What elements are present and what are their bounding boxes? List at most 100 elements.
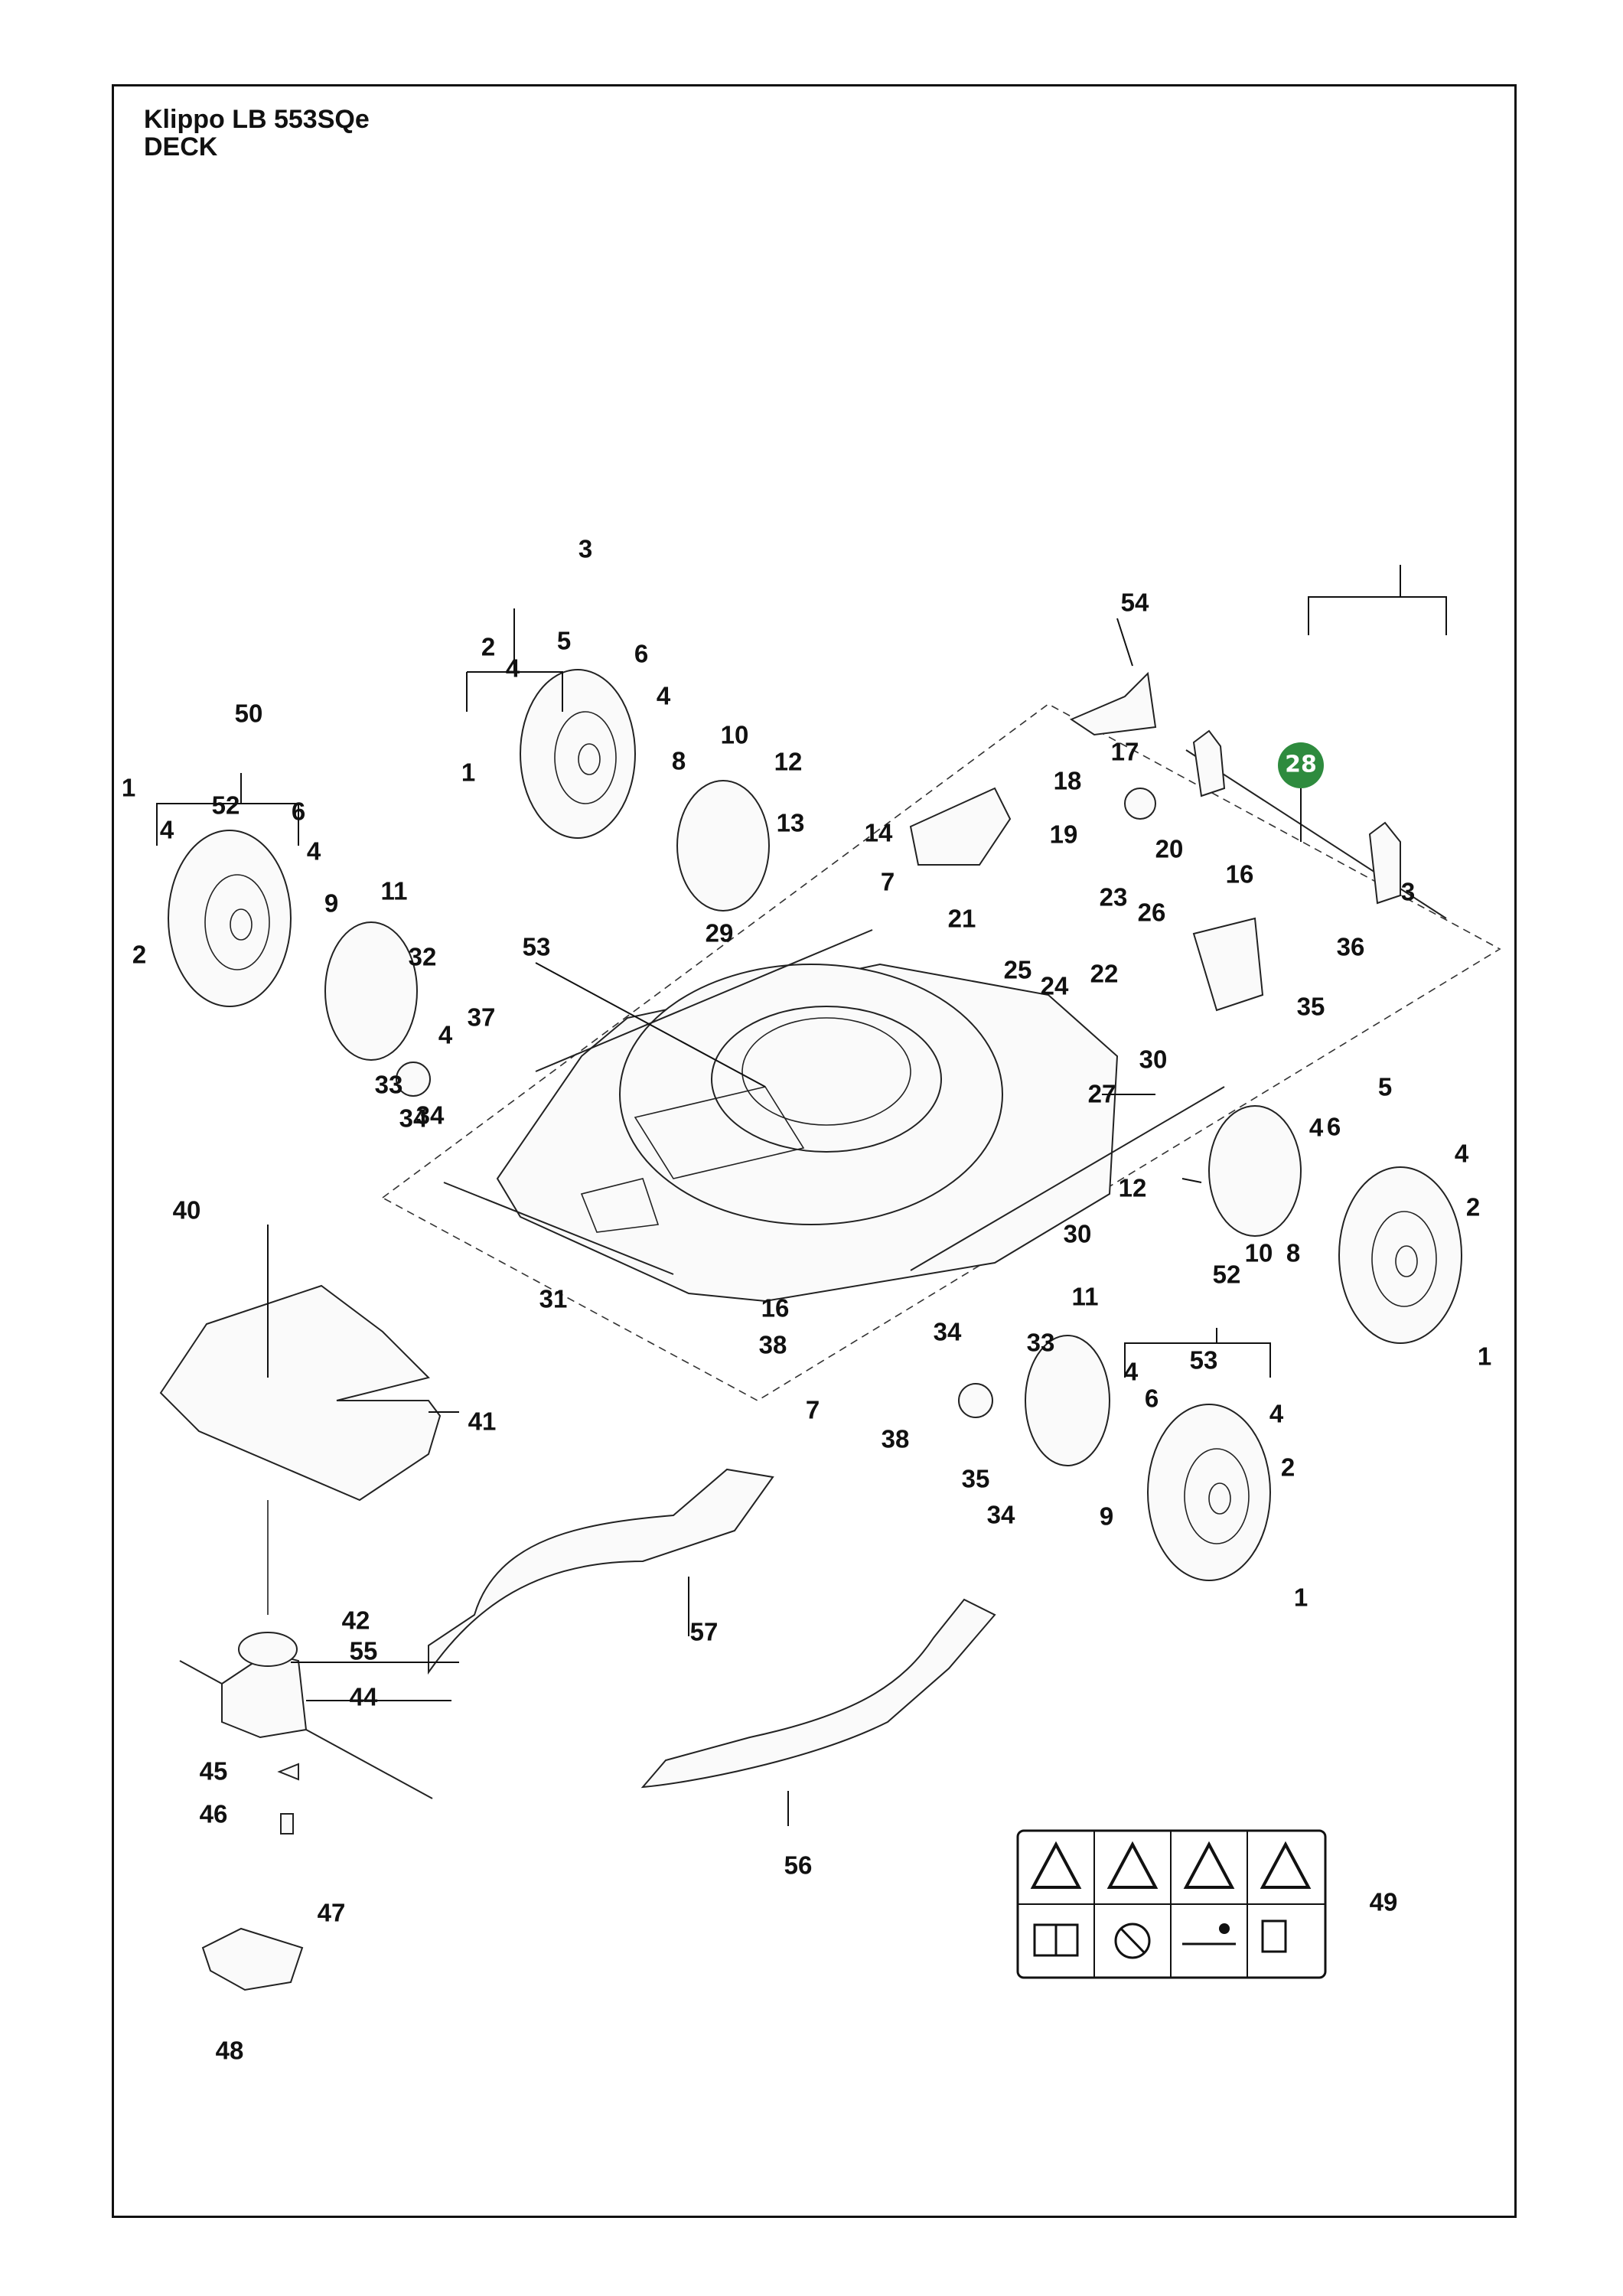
callout: 31 (539, 1285, 568, 1313)
callout: 10 (1245, 1239, 1273, 1267)
bracket-57 (640, 1598, 996, 1789)
tray-49 (201, 1927, 304, 1991)
callout: 16 (1226, 860, 1254, 889)
warning-triangle-icon (1030, 1841, 1082, 1889)
callout: 53 (523, 933, 551, 961)
height-adjust-rod (1185, 749, 1447, 919)
callout: 4 (1269, 1400, 1284, 1428)
callout: 34 (416, 1101, 445, 1130)
gearbox-assembly (179, 1632, 433, 1799)
callout: 6 (634, 640, 648, 668)
callout: 42 (342, 1606, 370, 1635)
gear-left (396, 1062, 431, 1097)
callout: 37 (468, 1003, 496, 1032)
part-46 (277, 1763, 299, 1781)
disc-10-top (676, 780, 770, 912)
wheel-bottom-right (1147, 1404, 1271, 1581)
callout: 20 (1155, 835, 1184, 863)
diagram-frame (112, 84, 1517, 2218)
disconnect-icon (1261, 1919, 1287, 1953)
callout: 34 (934, 1318, 962, 1346)
callout: 4 (1124, 1358, 1139, 1386)
callout: 44 (350, 1683, 378, 1711)
callout: 9 (1100, 1502, 1113, 1531)
callout: 14 (865, 819, 893, 847)
bracket-55 (1069, 671, 1157, 736)
callout: 53 (1190, 1346, 1218, 1375)
callout: 2 (132, 941, 146, 969)
callout: 34 (987, 1501, 1015, 1529)
callout: 16 (761, 1294, 790, 1322)
callout: 6 (1145, 1384, 1159, 1413)
callout: 46 (200, 1800, 228, 1828)
disc-11-left (324, 921, 418, 1061)
callout: 17 (1111, 738, 1139, 766)
warning-triangle-icon (1260, 1841, 1312, 1889)
callout: 13 (777, 809, 805, 837)
callout: 5 (557, 627, 571, 655)
callout: 50 (235, 700, 263, 728)
callout: 4 (438, 1021, 453, 1049)
callout: 30 (1139, 1045, 1168, 1074)
callout: 52 (212, 791, 240, 820)
spring-47 (280, 1813, 294, 1835)
callout: 8 (1286, 1239, 1300, 1267)
callout: 32 (409, 943, 437, 971)
callout: 7 (881, 868, 895, 896)
callout: 1 (461, 758, 475, 787)
callout: 35 (1297, 993, 1325, 1021)
callout: 10 (721, 721, 749, 749)
lever-plate-19 (909, 787, 1012, 866)
deck-cover-42 (159, 1284, 442, 1502)
callout: 2 (1281, 1453, 1295, 1482)
callout: 7 (806, 1396, 820, 1424)
callout: 30 (1064, 1220, 1092, 1248)
callout: 23 (1100, 883, 1128, 912)
highlighted-callout-28[interactable]: 28 (1278, 742, 1324, 842)
model-title: Klippo LB 553SQe (144, 105, 370, 134)
callout: 6 (292, 797, 305, 826)
callout: 4 (160, 816, 174, 844)
callout: 2 (1466, 1193, 1480, 1221)
callout: 1 (1478, 1342, 1491, 1371)
callout: 35 (962, 1465, 990, 1493)
callout: 11 (1072, 1283, 1099, 1311)
lever-plate-36 (1192, 917, 1264, 1012)
bracket-right (1368, 821, 1401, 905)
callout-labels: 1 1 1 1 2 2 2 2 3 3 4 4 4 4 4 4 4 4 4 5 … (122, 535, 1491, 2065)
callout: 19 (1050, 820, 1078, 849)
callout: 57 (690, 1618, 719, 1646)
wheel-right (1338, 1166, 1462, 1344)
callout: 12 (774, 748, 803, 776)
callout: 38 (882, 1425, 910, 1453)
warning-decal-50 (1016, 1829, 1327, 1979)
wheel-top-left (520, 669, 636, 839)
callout: 49 (1370, 1888, 1398, 1916)
bracket-58 (428, 1468, 774, 1675)
assembly-plane (382, 703, 1501, 1401)
callout: 1 (1294, 1583, 1308, 1612)
callout: 1 (122, 774, 135, 802)
wheel-left (168, 830, 292, 1007)
disc-10-right (1208, 1105, 1302, 1237)
callout: 21 (948, 905, 976, 933)
warning-slip-icon (1183, 1841, 1235, 1889)
callout: 33 (1027, 1329, 1055, 1357)
callout: 22 (1090, 960, 1119, 988)
callout: 4 (657, 682, 671, 710)
deck-housing (496, 963, 1119, 1303)
callout: 5 (1378, 1073, 1392, 1101)
gear-bottom (958, 1383, 993, 1418)
callout: 26 (1138, 899, 1166, 927)
callout: 4 (1309, 1114, 1324, 1142)
callout: 40 (173, 1196, 201, 1225)
callout: 54 (1121, 589, 1149, 617)
disc-11-bottom (1025, 1335, 1110, 1466)
front-axle (535, 929, 873, 1072)
callout: 3 (578, 535, 592, 563)
callout: 52 (1213, 1261, 1241, 1289)
callout: 29 (706, 919, 734, 947)
section-title: DECK (144, 132, 218, 161)
